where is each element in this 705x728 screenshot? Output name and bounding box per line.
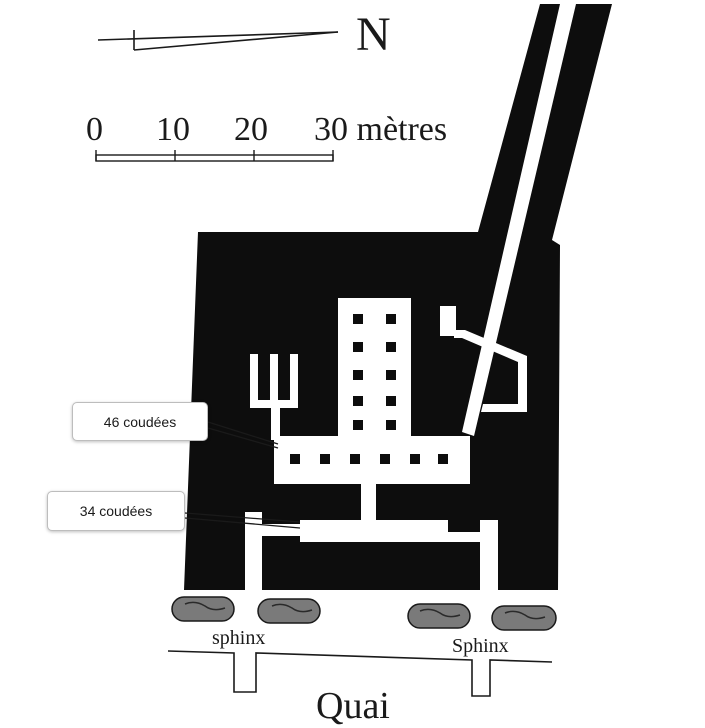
north-arrow: N	[97, 8, 391, 61]
pillar	[353, 396, 363, 406]
scale-end-label: 30 mètres	[314, 111, 447, 148]
sphinx-statue	[171, 596, 235, 622]
sphinx-row	[171, 596, 557, 631]
pillar	[386, 396, 396, 406]
pillar	[386, 420, 396, 430]
pillar	[353, 420, 363, 430]
north-label: N	[356, 8, 391, 61]
pillar	[350, 454, 360, 464]
callout-34-coudees: 34 coudées	[47, 491, 185, 531]
quay	[167, 650, 553, 697]
sphinx-left-label: sphinx	[212, 627, 265, 649]
temple-interior	[245, 4, 576, 592]
callout-46-coudees: 46 coudées	[72, 402, 208, 441]
pillar	[386, 342, 396, 352]
callout-34-label: 34 coudées	[79, 503, 153, 519]
callout-leaders	[184, 421, 301, 529]
pillar	[380, 454, 390, 464]
pillar	[386, 370, 396, 380]
pillar	[386, 314, 396, 324]
sphinx-statue	[407, 603, 471, 629]
scale-tick-10: 10	[156, 111, 190, 148]
sphinx-statue	[491, 605, 557, 631]
pillar	[353, 342, 363, 352]
pillar	[353, 370, 363, 380]
sphinx-right-label: Sphinx	[452, 635, 509, 657]
pillar	[438, 454, 448, 464]
scale-bar: 0 10 20 30 mètres	[86, 111, 447, 162]
pillar	[320, 454, 330, 464]
pillar	[353, 314, 363, 324]
callout-46-label: 46 coudées	[103, 413, 177, 430]
pillar	[290, 454, 300, 464]
scale-tick-0: 0	[86, 111, 103, 148]
pillars	[290, 314, 448, 464]
quay-label: Quai	[316, 685, 390, 727]
pillar	[410, 454, 420, 464]
scale-tick-20: 20	[234, 111, 268, 148]
